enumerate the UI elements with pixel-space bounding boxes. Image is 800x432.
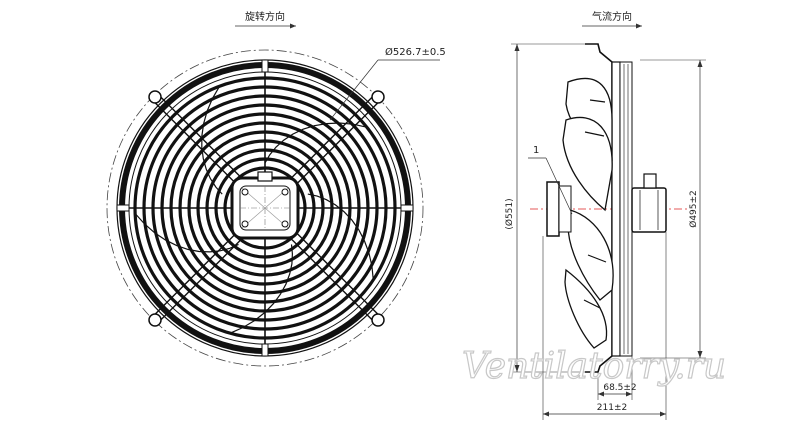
part-leader	[545, 157, 573, 215]
mount-depth-dimension: 68.5±2	[603, 383, 636, 393]
part-number-callout: 1	[533, 145, 539, 156]
blade-edge	[134, 213, 239, 253]
watermark: Ventilatorry.ru	[462, 346, 726, 387]
blade-edge	[229, 244, 294, 334]
total-depth-dimension: 211±2	[597, 403, 627, 413]
mounting-flange	[585, 43, 633, 373]
airflow-direction-label: 气流方向	[592, 10, 632, 23]
outer-envelope-circle	[106, 49, 424, 367]
airflow-arrow-head	[636, 23, 642, 29]
overall-diameter-dimension: (Ø551)	[504, 198, 515, 229]
diameter-leader	[329, 59, 379, 121]
blade-profiles	[562, 77, 614, 349]
rotation-arrow-head	[290, 23, 296, 29]
side-view: 气流方向 (Ø551) Ø495±2	[504, 10, 706, 420]
mounting-lugs	[116, 59, 414, 357]
blade-edge	[307, 193, 374, 280]
front-view: 旋转方向	[106, 10, 446, 367]
motor-body	[546, 173, 667, 237]
impeller-blades	[134, 85, 374, 334]
motor-hub	[230, 171, 300, 240]
blade-edge	[264, 122, 367, 164]
rotation-direction-label: 旋转方向	[245, 10, 285, 23]
guard-diameter-dimension: Ø526.7±0.5	[385, 46, 446, 58]
ring-diameter-dimension: Ø495±2	[688, 190, 699, 228]
blade-edge	[201, 85, 223, 195]
